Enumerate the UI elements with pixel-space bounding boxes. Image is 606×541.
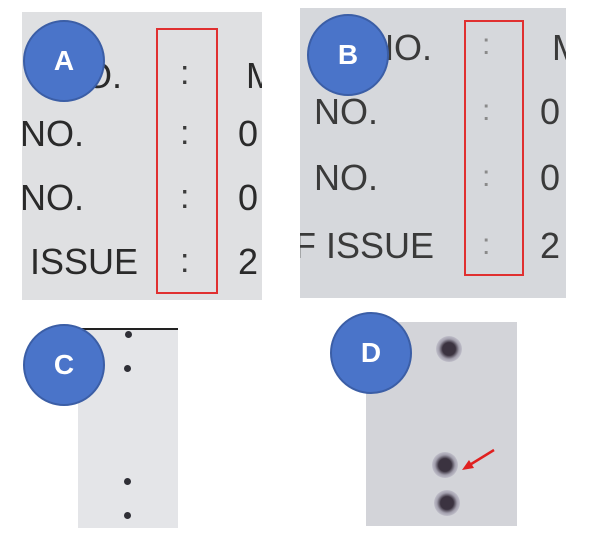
highlight-frame-a bbox=[156, 28, 218, 294]
doc-text-right: 0 bbox=[238, 177, 259, 218]
print-dot bbox=[125, 331, 132, 338]
panel-label-a: A bbox=[23, 20, 105, 102]
doc-text-row: NO. bbox=[314, 157, 379, 198]
doc-text-row: NO. bbox=[22, 177, 85, 218]
print-dot bbox=[434, 490, 460, 516]
colon-mark: : bbox=[482, 160, 491, 193]
print-dot bbox=[124, 365, 131, 372]
doc-text-right: 0 bbox=[540, 91, 561, 132]
print-dot bbox=[124, 478, 131, 485]
colon-mark: : bbox=[482, 28, 491, 61]
red-arrow-icon bbox=[462, 448, 495, 470]
doc-text-right: 0 bbox=[540, 157, 561, 198]
panel-label-b: B bbox=[307, 14, 389, 96]
print-dot bbox=[432, 452, 458, 478]
doc-text-row: ISSUE bbox=[30, 241, 139, 282]
panel-label-c: C bbox=[23, 324, 105, 406]
colon-mark: : bbox=[180, 54, 190, 92]
photo-panel-a: O. NO. NO. ISSUE : : : : M 0 0 2 bbox=[22, 12, 262, 300]
doc-text-right: M bbox=[246, 55, 262, 96]
colon-mark: : bbox=[180, 114, 190, 152]
doc-text-right: 0 bbox=[238, 113, 259, 154]
print-dot bbox=[436, 336, 462, 362]
panel-label-d: D bbox=[330, 312, 412, 394]
doc-text-row: NO. bbox=[22, 113, 85, 154]
top-edge-line bbox=[78, 328, 178, 330]
print-dot bbox=[124, 512, 131, 519]
doc-text-row: NO. bbox=[314, 91, 379, 132]
doc-text-right: 2 bbox=[540, 225, 561, 266]
highlight-frame-b bbox=[464, 20, 524, 276]
doc-text-right: M bbox=[552, 30, 566, 66]
doc-text-right: 2 bbox=[238, 241, 259, 282]
colon-mark: : bbox=[482, 94, 491, 127]
colon-mark: : bbox=[482, 228, 491, 261]
colon-mark: : bbox=[180, 178, 190, 216]
colon-mark: : bbox=[180, 242, 190, 280]
doc-text-row: F ISSUE bbox=[300, 225, 435, 266]
